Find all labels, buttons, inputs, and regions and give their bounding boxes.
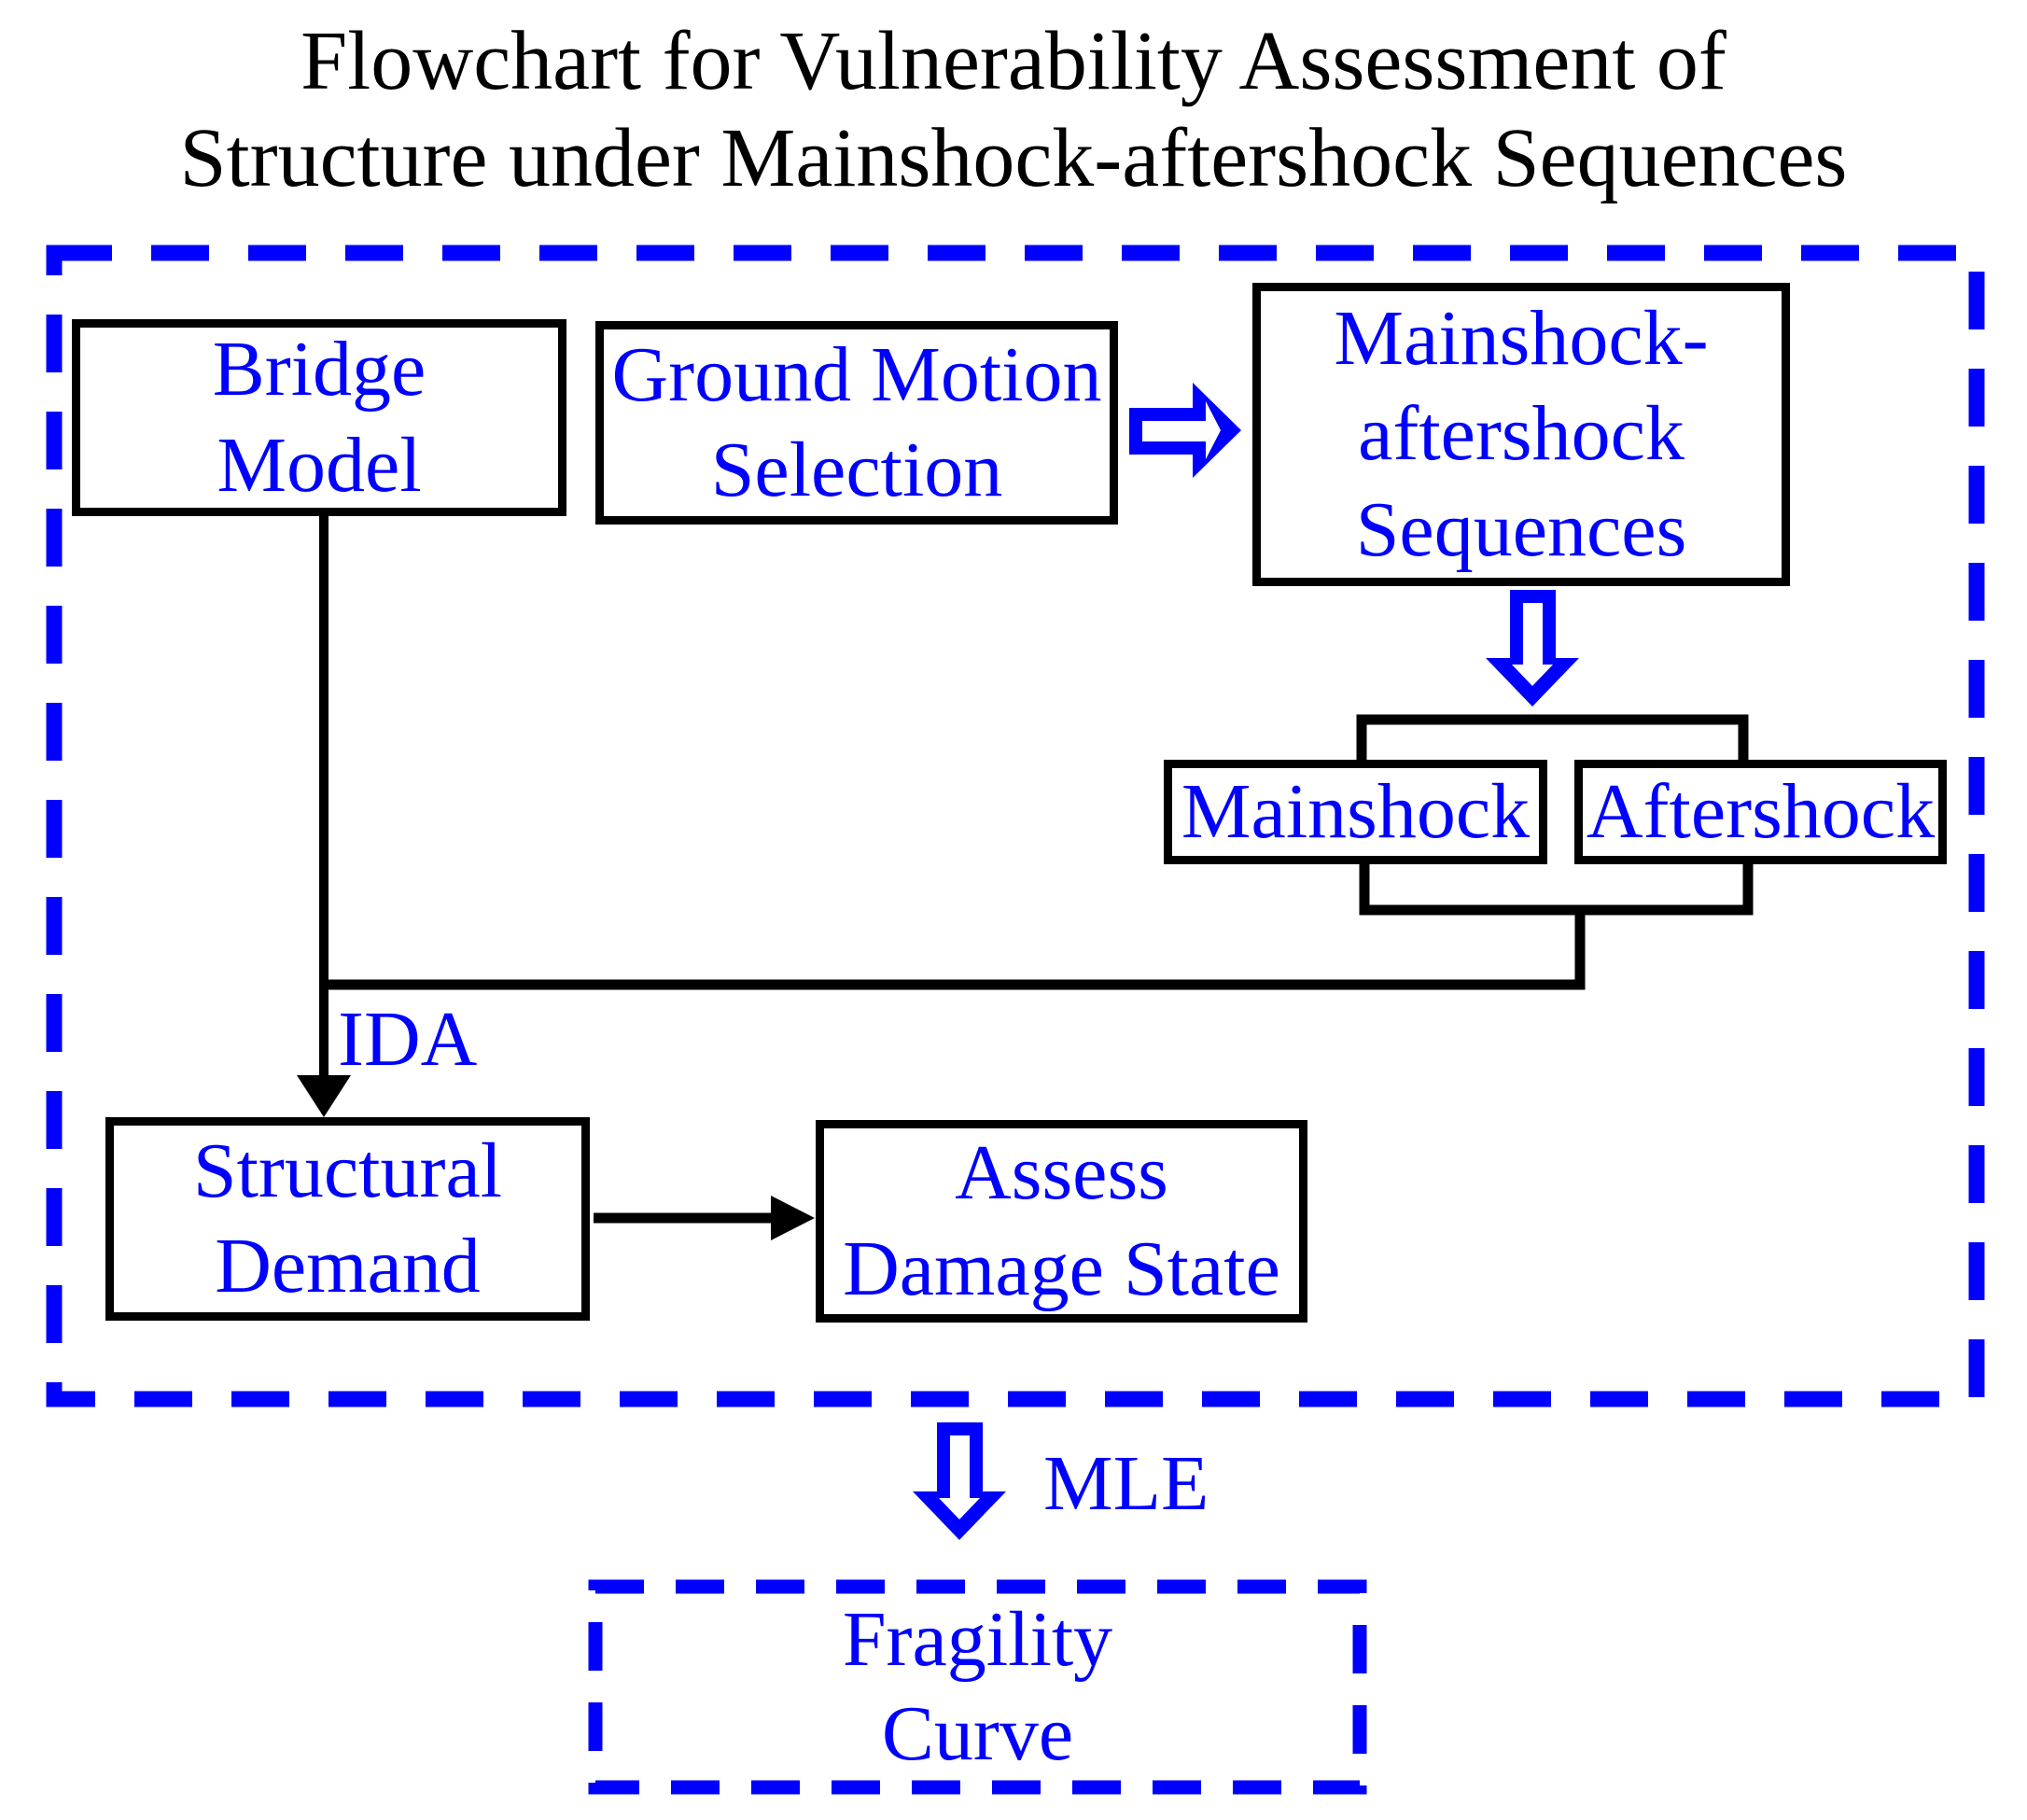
merge-to-ida-connector bbox=[324, 905, 1586, 990]
dashed-boundary-box bbox=[46, 245, 1985, 1407]
node-mainshock-aftershock-sequences: Mainshock- aftershock Sequences bbox=[1252, 283, 1790, 586]
node-bridge-model: Bridge Model bbox=[72, 319, 566, 516]
demand-to-assess-arrowhead-icon bbox=[771, 1196, 815, 1240]
block-arrow-right-icon bbox=[1129, 383, 1241, 478]
merge-bracket-line bbox=[1359, 860, 1754, 916]
edge-label-ida: IDA bbox=[338, 996, 478, 1083]
node-assess-damage-state: Assess Damage State bbox=[816, 1120, 1307, 1323]
node-mainshock: Mainshock bbox=[1164, 760, 1547, 864]
ida-arrowhead-icon bbox=[297, 1075, 351, 1117]
edge-label-mle: MLE bbox=[1043, 1440, 1209, 1527]
page-title: Flowchart for Vulnerability Assessment o… bbox=[179, 15, 1848, 204]
node-structural-demand: Structural Demand bbox=[105, 1117, 590, 1321]
block-arrow-down-icon bbox=[1486, 590, 1579, 707]
split-bracket-line bbox=[1356, 714, 1749, 763]
node-ground-motion-selection: Ground Motion Selection bbox=[595, 321, 1118, 525]
node-fragility-curve: Fragility Curve bbox=[842, 1595, 1113, 1777]
node-aftershock: Aftershock bbox=[1574, 760, 1947, 864]
block-arrow-mle-icon bbox=[913, 1422, 1006, 1540]
